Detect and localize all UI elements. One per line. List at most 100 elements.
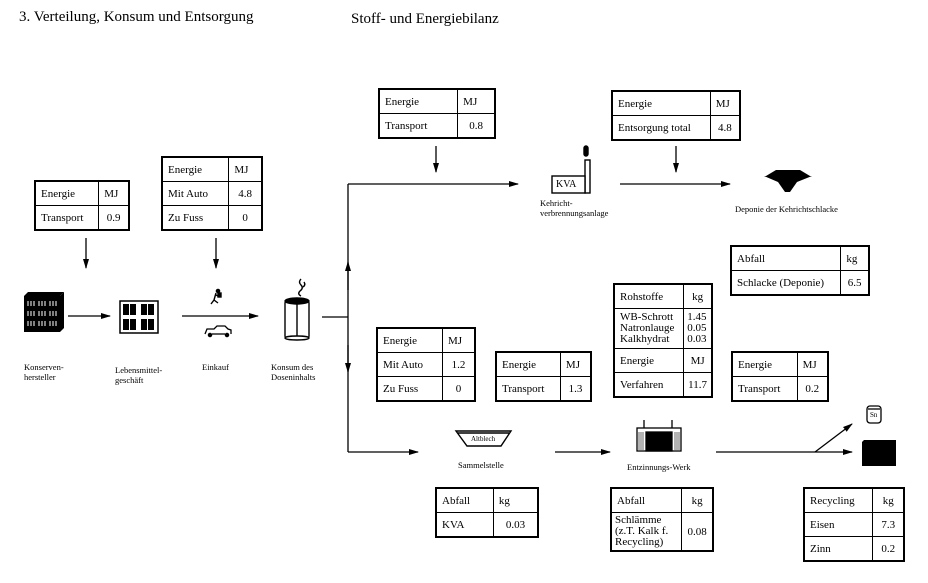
table-cell-label: Transport xyxy=(731,376,798,402)
table-unit: MJ xyxy=(709,90,741,116)
table-unit: MJ xyxy=(98,180,130,206)
scrap-bin-label: Altblech xyxy=(471,435,496,443)
detinning-plant-icon xyxy=(636,420,682,452)
table-unit: MJ xyxy=(457,88,496,114)
table-cell-value: 1.3 xyxy=(559,376,592,402)
scrap-bin-icon xyxy=(454,430,513,447)
table-head: Energie xyxy=(611,90,711,116)
table-unit: kg xyxy=(840,245,870,271)
table-cell-value: 4.8 xyxy=(709,115,741,141)
table-cell-value: 1.2 xyxy=(442,352,476,377)
table-unit: kg xyxy=(492,487,539,513)
table-head: Energie xyxy=(34,180,100,206)
table-cell-label: Zu Fuss xyxy=(161,205,230,231)
kva-icon-label: KVA xyxy=(556,179,577,190)
table-cell-value: 0.03 xyxy=(492,512,539,538)
table-head: Energie xyxy=(376,327,443,353)
table-head: Energie xyxy=(731,351,798,377)
open-can-icon xyxy=(284,278,310,341)
table-cell-value: 0.2 xyxy=(796,376,829,402)
table-cell-value: 0.08 xyxy=(681,512,714,552)
rohstoff-value: 0.05 xyxy=(687,322,707,334)
rohstoff-item: Kalkhydrat xyxy=(620,333,670,345)
table-head: Energie xyxy=(161,156,230,182)
table-unit: kg xyxy=(683,283,713,309)
table-cell-value: 4.8 xyxy=(228,181,263,206)
table-head: Rohstoffe xyxy=(613,283,685,309)
node-deponie: Deponie der Kehrichtschlacke xyxy=(735,204,838,214)
incinerator-icon xyxy=(551,145,591,194)
table-head: Energie xyxy=(495,351,561,377)
section-title: 3. Verteilung, Konsum und Entsorgung xyxy=(19,9,254,25)
table-unit: kg xyxy=(681,487,714,513)
node-konservenhersteller: Konserven- hersteller xyxy=(24,362,64,382)
arrow-werk-to-zinn xyxy=(814,423,853,453)
table-cell-value: 0.2 xyxy=(872,536,905,562)
rohstoff-item: Natronlauge xyxy=(620,322,675,334)
table-cell-label: Verfahren xyxy=(613,372,685,398)
node-entzinnungswerk: Entzinnungs-Werk xyxy=(627,462,691,472)
iron-block-icon xyxy=(862,440,896,466)
rohstoff-value: 1.45 xyxy=(687,311,707,323)
table-unit: MJ xyxy=(559,351,592,377)
tin-can-icon xyxy=(866,405,882,424)
table-cell-value: 0 xyxy=(442,376,476,402)
rohstoffe-items: WB-Schrott Natronlauge Kalkhydrat xyxy=(613,308,685,349)
table-cell-label: Schlacke (Deponie) xyxy=(730,270,842,296)
table-head: Energie xyxy=(613,348,685,373)
node-kva: Kehricht- verbrennungsanlage xyxy=(540,198,609,218)
table-cell-label: Entsorgung total xyxy=(611,115,711,141)
table-unit: MJ xyxy=(683,348,713,373)
walking-person-icon xyxy=(210,288,222,305)
table-head: Energie xyxy=(378,88,459,114)
diagram-subtitle: Stoff- und Energiebilanz xyxy=(351,11,499,27)
table-head: Abfall xyxy=(610,487,683,513)
table-unit: MJ xyxy=(796,351,829,377)
table-cell-value: 11.7 xyxy=(683,372,713,398)
table-cell-label: Transport xyxy=(34,205,100,231)
node-einkauf: Einkauf xyxy=(202,362,229,372)
table-unit: MJ xyxy=(228,156,263,182)
table-cell-label: KVA xyxy=(435,512,494,538)
tin-can-label: Sn xyxy=(870,411,878,419)
table-cell-value: 0.8 xyxy=(457,113,496,139)
table-cell-label: Mit Auto xyxy=(376,352,443,377)
node-lebensmittelgeschaeft: Lebensmittel- geschäft xyxy=(115,365,163,385)
table-cell-label: Mit Auto xyxy=(161,181,230,206)
car-icon xyxy=(204,325,232,338)
table-cell-label: Eisen xyxy=(803,512,874,537)
table-head: Abfall xyxy=(730,245,842,271)
table-unit: kg xyxy=(872,487,905,513)
table-cell-value: 7.3 xyxy=(872,512,905,537)
table-cell-value: 0.9 xyxy=(98,205,130,231)
table-head: Recycling xyxy=(803,487,874,513)
rohstoff-value: 0.03 xyxy=(687,333,707,345)
node-sammelstelle: Sammelstelle xyxy=(458,460,504,470)
table-cell-label: Transport xyxy=(495,376,561,402)
table-head: Abfall xyxy=(435,487,494,513)
factory-icon xyxy=(24,292,64,332)
rohstoffe-values: 1.45 0.05 0.03 xyxy=(683,308,713,349)
table-cell-label: Transport xyxy=(378,113,459,139)
table-unit: MJ xyxy=(442,327,476,353)
table-cell-value: 0 xyxy=(228,205,263,231)
table-cell-label: Zinn xyxy=(803,536,874,562)
landfill-icon xyxy=(764,170,812,192)
node-konsum: Konsum des Doseninhalts xyxy=(271,362,316,382)
rohstoff-item: WB-Schrott xyxy=(620,311,674,323)
table-cell-label: Zu Fuss xyxy=(376,376,443,402)
table-cell-value: 6.5 xyxy=(840,270,870,296)
